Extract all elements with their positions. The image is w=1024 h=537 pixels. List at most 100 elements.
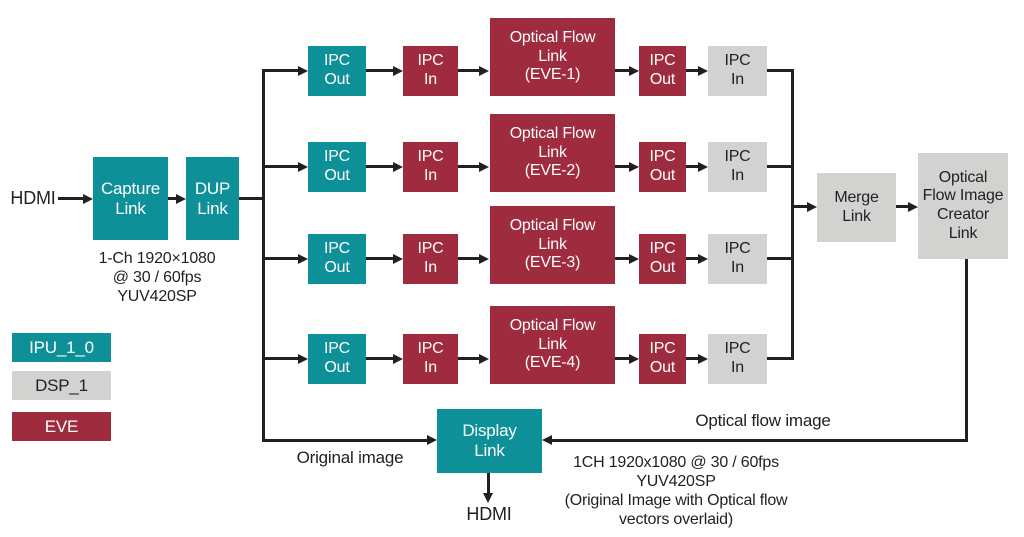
flow-line	[366, 165, 393, 168]
flow-line	[168, 197, 177, 200]
arrow-right-icon	[807, 202, 817, 212]
arrow-right-icon	[629, 162, 639, 172]
optical-flow-link-block: Optical Flow Link (EVE-2)	[490, 114, 615, 192]
arrow-right-icon	[393, 66, 403, 76]
flow-line	[366, 357, 393, 360]
optical-flow-image-creator-link-block: Optical Flow Image Creator Link	[918, 153, 1008, 259]
flow-line	[686, 165, 698, 168]
ipc-out-block: IPC Out	[639, 142, 686, 192]
flow-line	[767, 69, 794, 72]
split-bus-line	[262, 69, 265, 442]
arrow-right-icon	[298, 254, 308, 264]
optical-flow-link-block: Optical Flow Link (EVE-1)	[490, 18, 615, 96]
ipc-out-block: IPC Out	[639, 234, 686, 284]
legend-item-eve: EVE	[12, 412, 111, 441]
ipc-in-block: IPC In	[708, 234, 767, 284]
flow-line	[239, 197, 265, 200]
flow-line	[458, 165, 479, 168]
arrow-right-icon	[298, 162, 308, 172]
return-line	[965, 259, 968, 442]
eve-chain-row-4: IPC Out IPC In Optical Flow Link (EVE-4)…	[0, 304, 1024, 414]
flow-line	[458, 357, 479, 360]
flow-line	[686, 69, 698, 72]
arrow-left-icon	[542, 435, 552, 445]
arrow-right-icon	[393, 354, 403, 364]
arrow-right-icon	[629, 66, 639, 76]
hdmi-output-label: HDMI	[466, 504, 512, 524]
flow-line	[487, 473, 490, 494]
input-format-label: 1-Ch 1920×1080 @ 30 / 60fps YUV420SP	[98, 250, 216, 305]
arrow-right-icon	[629, 254, 639, 264]
arrow-right-icon	[908, 202, 918, 212]
ipc-in-block: IPC In	[708, 334, 767, 384]
ipc-out-block: IPC Out	[308, 142, 366, 192]
flow-line	[794, 205, 808, 208]
flow-line	[615, 69, 629, 72]
flow-line	[615, 257, 629, 260]
ipc-out-block: IPC Out	[308, 234, 366, 284]
eve-chain-row-2: IPC Out IPC In Optical Flow Link (EVE-2)…	[0, 112, 1024, 222]
arrow-down-icon	[483, 493, 493, 503]
ipc-out-block: IPC Out	[308, 334, 366, 384]
arrow-right-icon	[83, 194, 93, 204]
optical-flow-link-block: Optical Flow Link (EVE-3)	[490, 206, 615, 284]
ipc-out-block: IPC Out	[308, 46, 366, 96]
flow-line	[615, 357, 629, 360]
arrow-right-icon	[698, 66, 708, 76]
flow-line	[58, 197, 84, 200]
legend-item-ipu: IPU_1_0	[12, 333, 111, 362]
merge-link-block: Merge Link	[817, 173, 896, 242]
arrow-right-icon	[176, 194, 186, 204]
ipc-in-block: IPC In	[403, 234, 458, 284]
flow-line	[458, 257, 479, 260]
flow-line	[264, 357, 298, 360]
arrow-right-icon	[698, 162, 708, 172]
legend-item-dsp: DSP_1	[12, 371, 111, 400]
eve-chain-row-1: IPC Out IPC In Optical Flow Link (EVE-1)…	[0, 16, 1024, 126]
ipc-out-block: IPC Out	[639, 46, 686, 96]
ipc-in-block: IPC In	[403, 46, 458, 96]
optical-flow-image-label: Optical flow image	[695, 411, 831, 430]
ipc-in-block: IPC In	[403, 142, 458, 192]
flow-line	[264, 257, 298, 260]
hdmi-input-label: HDMI	[10, 188, 56, 208]
arrow-right-icon	[479, 354, 489, 364]
ipc-in-block: IPC In	[708, 46, 767, 96]
flow-line	[767, 357, 794, 360]
arrow-right-icon	[479, 66, 489, 76]
arrow-right-icon	[298, 354, 308, 364]
arrow-right-icon	[698, 354, 708, 364]
optical-flow-link-block: Optical Flow Link (EVE-4)	[490, 306, 615, 384]
arrow-right-icon	[298, 66, 308, 76]
arrow-right-icon	[479, 254, 489, 264]
arrow-right-icon	[629, 354, 639, 364]
ipc-in-block: IPC In	[403, 334, 458, 384]
arrow-right-icon	[393, 254, 403, 264]
ipc-out-block: IPC Out	[639, 334, 686, 384]
eve-chain-row-3: IPC Out IPC In Optical Flow Link (EVE-3)…	[0, 204, 1024, 314]
collect-bus-line	[791, 69, 794, 360]
flow-line	[686, 257, 698, 260]
capture-link-block: Capture Link	[93, 157, 168, 240]
flow-line	[686, 357, 698, 360]
output-format-label: 1CH 1920x1080 @ 30 / 60fps YUV420SP (Ori…	[564, 454, 788, 528]
arrow-right-icon	[698, 254, 708, 264]
ipc-in-block: IPC In	[708, 142, 767, 192]
dup-link-block: DUP Link	[186, 157, 239, 240]
flow-line	[767, 257, 794, 260]
display-link-block: Display Link	[437, 409, 542, 473]
arrow-right-icon	[393, 162, 403, 172]
flow-line	[262, 439, 428, 442]
flow-line	[458, 69, 479, 72]
flow-line	[264, 165, 298, 168]
flow-line	[615, 165, 629, 168]
flow-line	[767, 165, 794, 168]
flow-line	[366, 69, 393, 72]
return-line	[552, 439, 968, 442]
arrow-right-icon	[479, 162, 489, 172]
flow-line	[896, 205, 909, 208]
original-image-label: Original image	[296, 448, 404, 467]
arrow-right-icon	[427, 435, 437, 445]
flow-line	[366, 257, 393, 260]
